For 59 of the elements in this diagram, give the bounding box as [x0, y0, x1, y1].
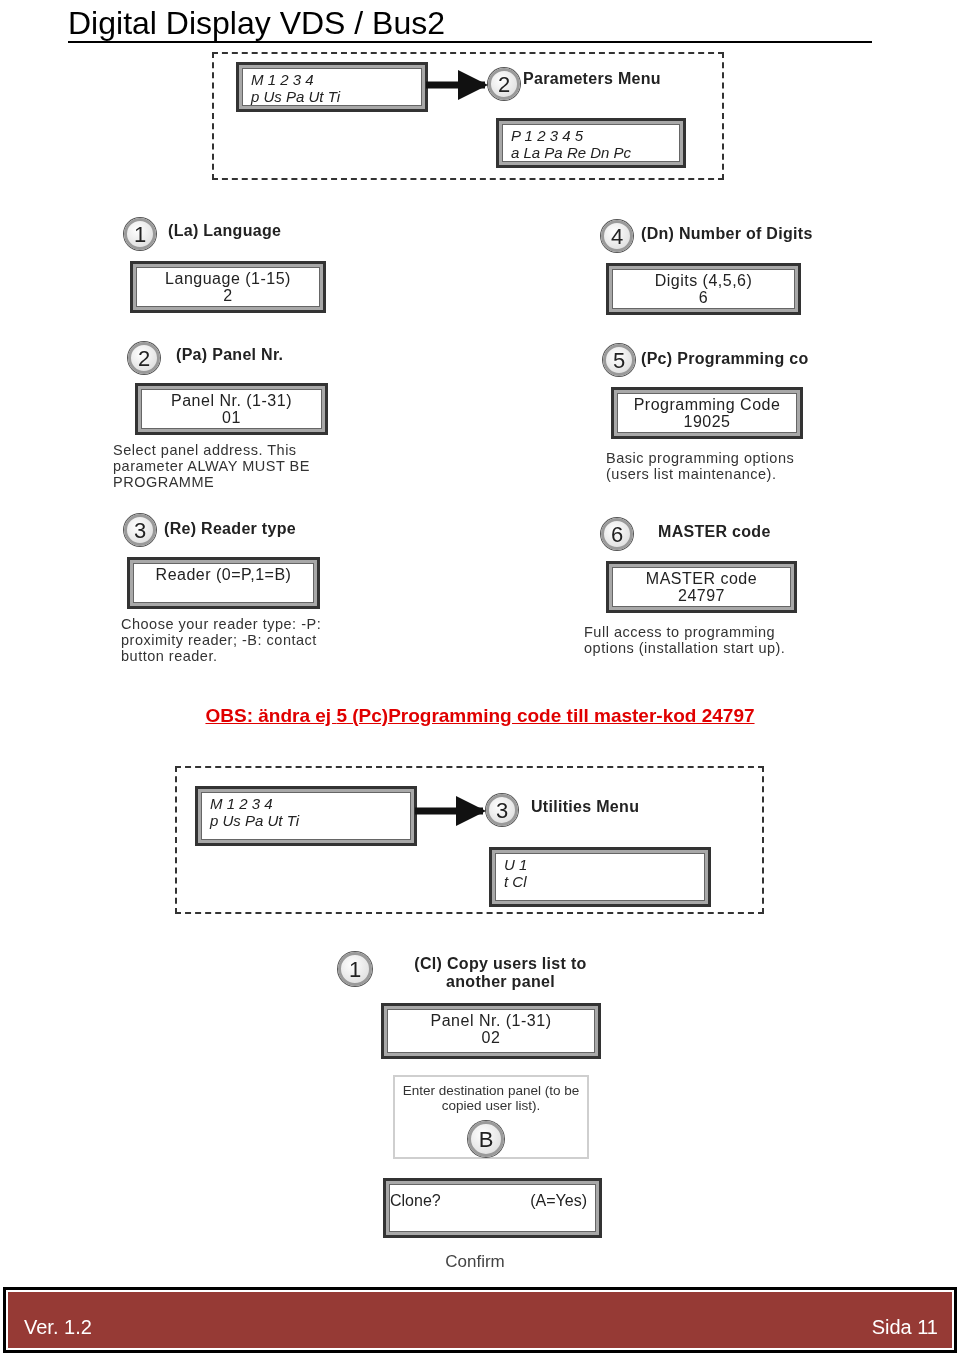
step-description: Select panel address. This parameter ALWAY MUST BE PROGRAMME [113, 442, 311, 490]
display-text: 24797 [678, 587, 725, 604]
lcd-display [606, 561, 797, 613]
step-heading: Utilities Menu [531, 798, 641, 816]
lcd-display [383, 1178, 602, 1238]
note-text: Enter destination panel (to be copied user list). [401, 1083, 581, 1113]
display-text: 6 [698, 289, 709, 306]
display-text: M 1 2 3 4 [251, 71, 314, 88]
step-description: Choose your reader type: -P: proximity reader; -B: contact button reader. [121, 616, 323, 664]
display-text: M 1 2 3 4 [210, 795, 273, 812]
step-heading: (Re) Reader type [164, 520, 297, 538]
page-title: Digital Display VDS / Bus2 [68, 4, 446, 42]
display-text: 19025 [683, 413, 731, 430]
display-text: U 1 [504, 856, 528, 873]
lcd-display [381, 1003, 601, 1059]
step-heading: (La) Language [168, 222, 283, 240]
page-number: Sida 11 [871, 1315, 938, 1340]
step-description: Full access to programming options (installation start up). [584, 624, 787, 656]
lcd-display [489, 847, 711, 907]
lcd-display [496, 118, 686, 168]
step-heading: (Cl) Copy users list to another panel [413, 955, 588, 991]
step-heading: (Dn) Number of Digits [641, 225, 814, 243]
lcd-display [611, 387, 803, 439]
display-text: P 1 2 3 4 5 [511, 127, 583, 144]
step-description: Basic programming options (users list maintenance). [606, 450, 796, 482]
dashed-group-frame [212, 52, 724, 180]
lcd-display [135, 383, 328, 435]
step-heading: (Pc) Programming co [641, 350, 810, 368]
display-text: p Us Pa Ut Ti [210, 812, 300, 829]
warning-note: OBS: ändra ej 5 (Pc)Programming code till master-kod 24797 [204, 704, 756, 728]
display-text: Reader (0=P,1=B) [155, 566, 292, 583]
arrow [415, 796, 486, 826]
display-text: 02 [481, 1029, 501, 1046]
display-text: MASTER code [645, 570, 758, 587]
display-text: a La Pa Re Dn Pc [511, 144, 632, 161]
display-text: Digits (4,5,6) [654, 272, 753, 289]
display-text: 2 [223, 287, 233, 304]
note-box [393, 1075, 589, 1159]
display-text: (A=Yes) [530, 1191, 588, 1211]
display-text: Language (1-15) [165, 270, 291, 287]
display-text: p Us Pa Ut Ti [251, 88, 341, 105]
step-heading: Parameters Menu [523, 70, 662, 88]
lcd-display [606, 263, 801, 315]
lcd-display [236, 62, 428, 112]
dashed-group-frame [175, 766, 764, 914]
lcd-display [130, 261, 326, 313]
display-text: 01 [222, 409, 241, 426]
step-heading: (Pa) Panel Nr. [176, 346, 285, 364]
step-caption: Confirm [444, 1251, 506, 1273]
lcd-display [127, 557, 320, 609]
display-text: Clone? [390, 1191, 441, 1211]
display-text: t Cl [504, 873, 527, 890]
display-text: Programming Code [633, 396, 781, 413]
lcd-display [195, 786, 417, 846]
display-text: Panel Nr. (1-31) [430, 1012, 552, 1029]
step-heading: MASTER code [658, 523, 772, 541]
display-text: Panel Nr. (1-31) [171, 392, 292, 409]
arrow [426, 70, 488, 100]
version-text: Ver. 1.2 [24, 1315, 92, 1340]
